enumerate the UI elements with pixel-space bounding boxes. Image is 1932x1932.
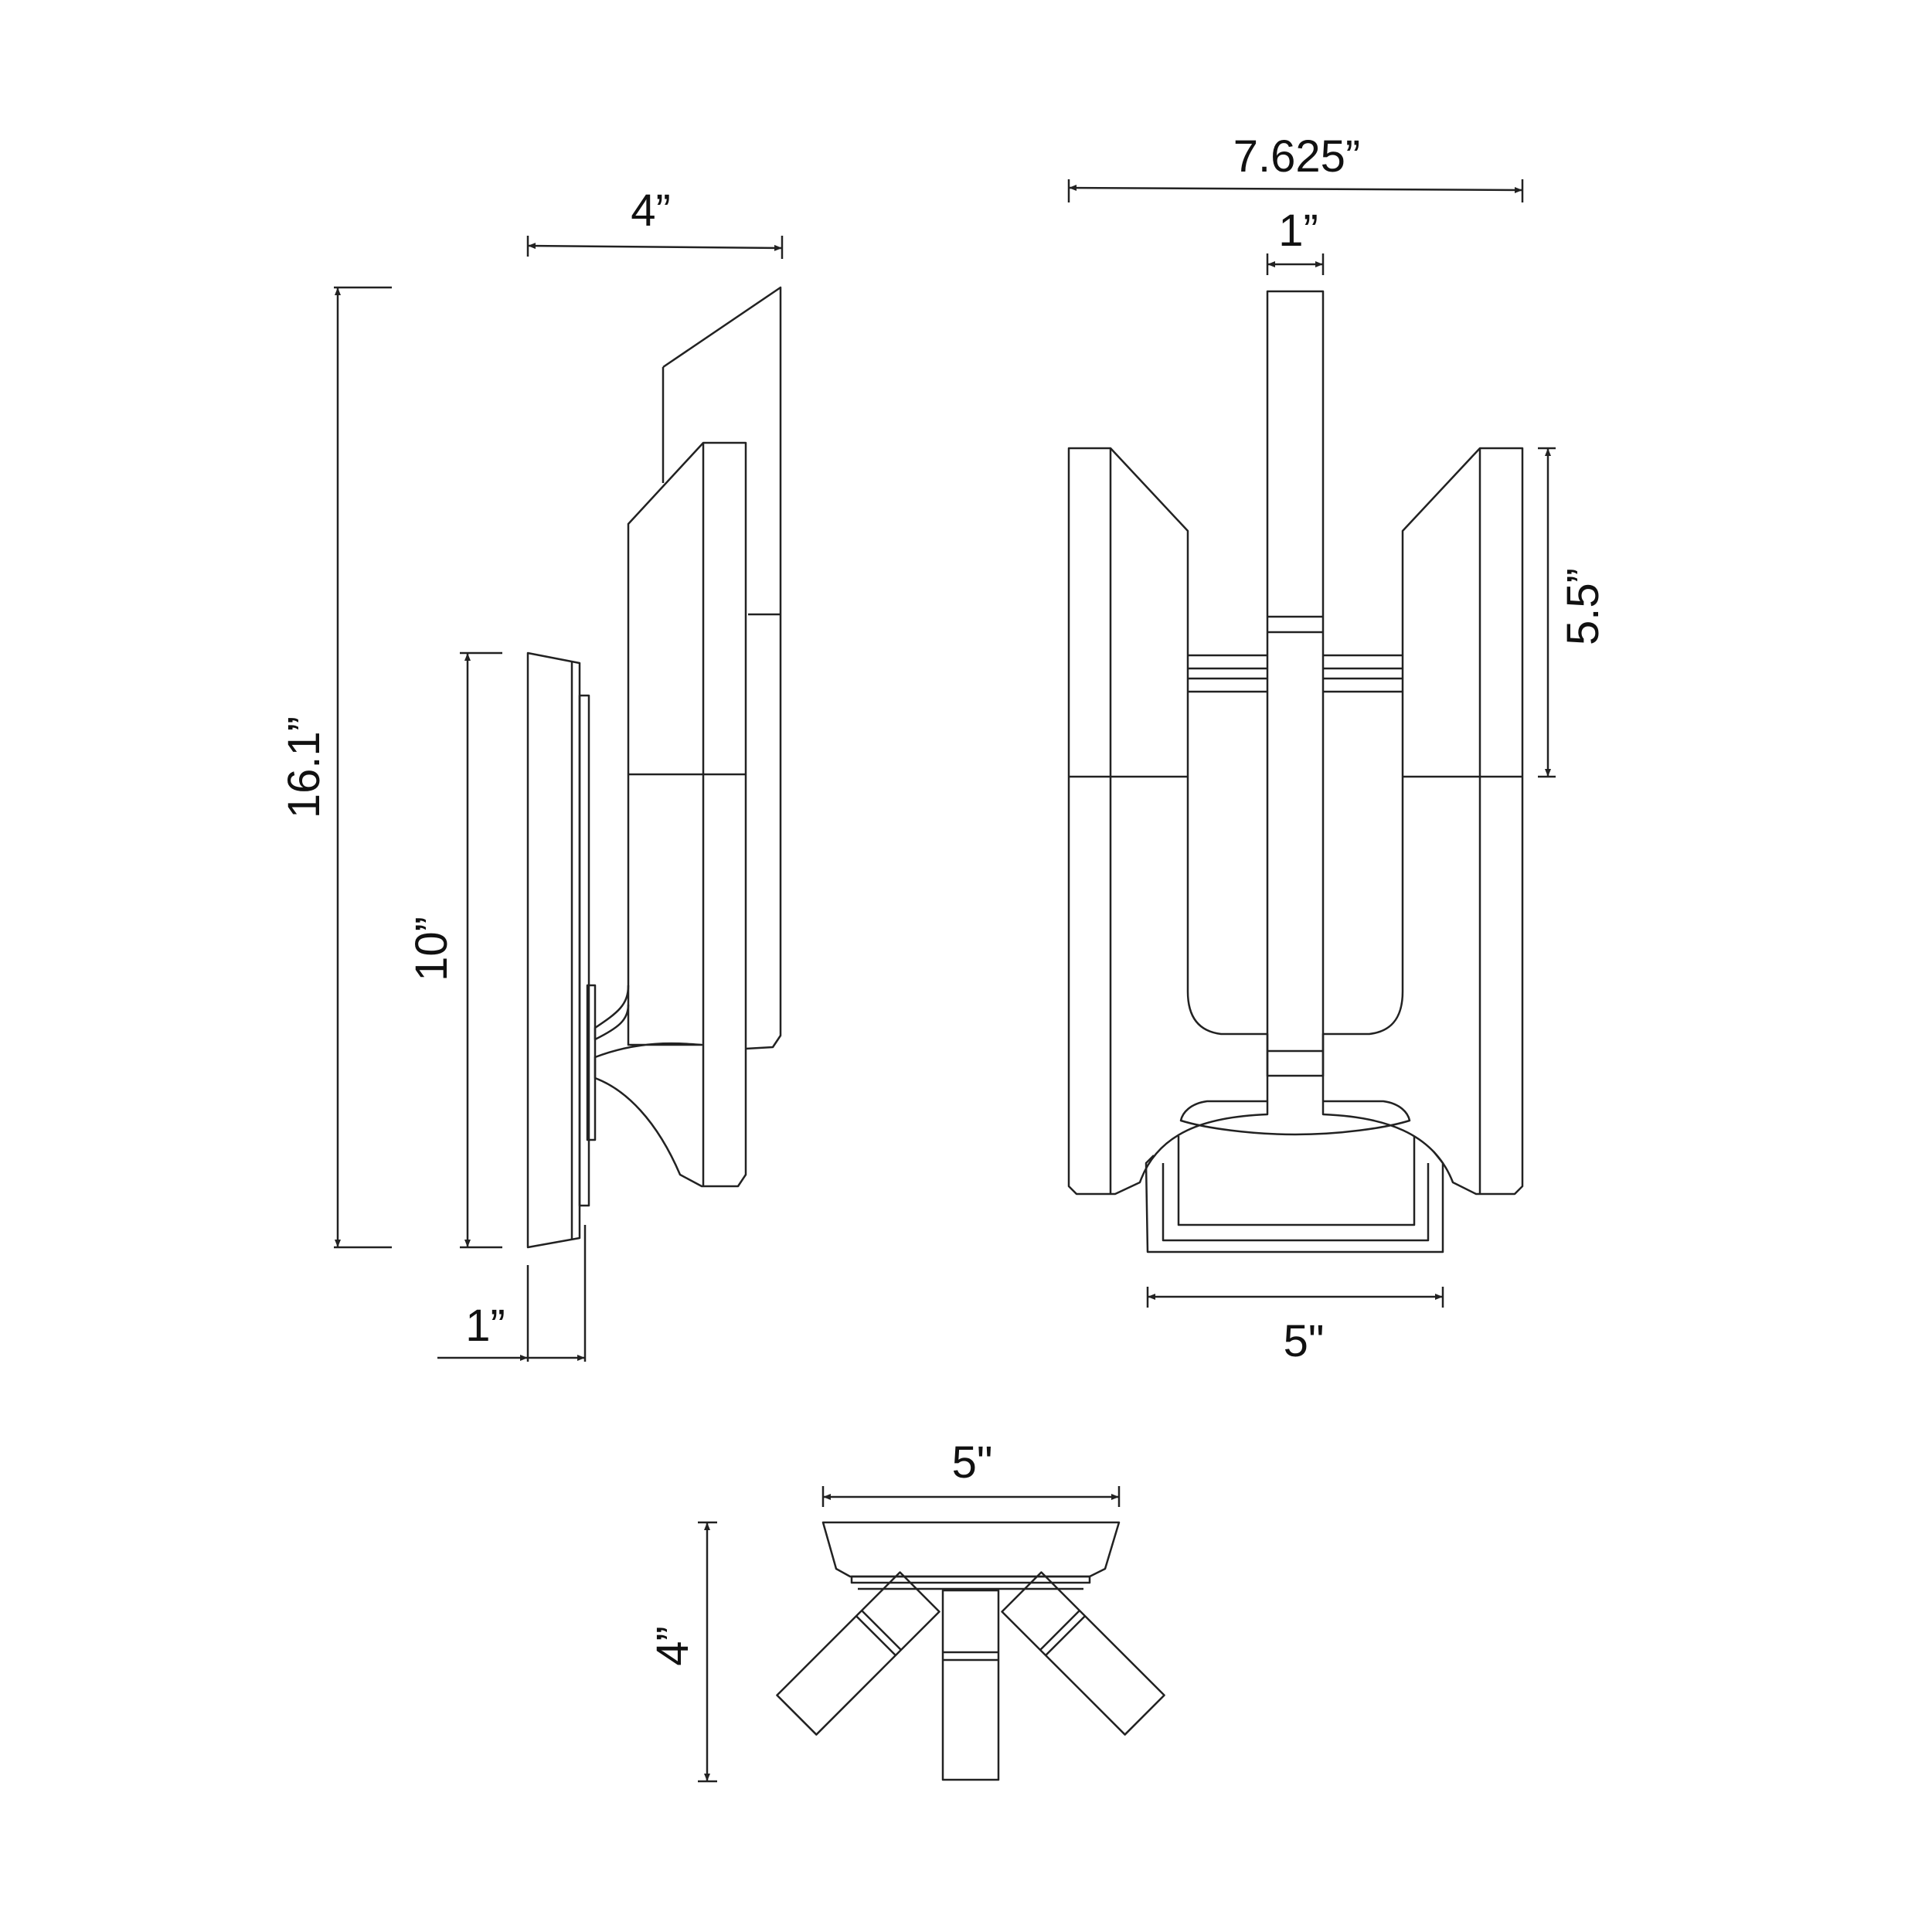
label-front-width: 7.625” — [1233, 131, 1360, 182]
dim-top-depth: 4” — [648, 1521, 717, 1783]
label-overall-height: 16.1” — [279, 716, 329, 818]
dim-backplate-depth: 1” — [437, 1225, 587, 1362]
top-right-arm — [1001, 1571, 1165, 1736]
dim-side-depth: 4” — [526, 185, 784, 259]
side-view — [526, 286, 782, 1249]
top-backplate — [821, 1521, 1121, 1578]
label-front-backplate-width: 5" — [1284, 1316, 1325, 1366]
label-top-depth: 4” — [648, 1626, 698, 1666]
label-top-width: 5" — [952, 1437, 993, 1488]
front-view — [1067, 290, 1524, 1253]
front-left-panel — [1067, 447, 1269, 1196]
side-arm — [594, 985, 630, 1041]
label-backplate-height: 10” — [406, 917, 457, 981]
front-backplate-innermost — [1177, 1136, 1416, 1226]
label-backplate-depth: 1” — [465, 1301, 505, 1351]
top-backplate-plate — [850, 1575, 1091, 1584]
front-arm — [1179, 1100, 1411, 1136]
side-backplate — [526, 651, 581, 1249]
front-cross-bars — [1188, 654, 1403, 693]
front-backplate — [1145, 1151, 1444, 1253]
front-right-panel — [1321, 447, 1524, 1196]
dim-side-panel-height: 5.5” — [1538, 447, 1608, 778]
dim-front-width: 7.625” — [1067, 131, 1524, 202]
dim-center-bar-width: 1” — [1266, 206, 1325, 275]
dim-overall-height: 16.1” — [279, 286, 392, 1249]
label-center-bar-width: 1” — [1278, 206, 1318, 256]
top-center-arm — [941, 1589, 1000, 1781]
dim-top-width: 5" — [821, 1437, 1121, 1507]
top-view — [776, 1521, 1165, 1781]
side-front-panel — [594, 441, 747, 1188]
dim-backplate-height: 10” — [406, 651, 502, 1249]
label-side-panel-height: 5.5” — [1558, 568, 1608, 645]
dim-front-backplate-width: 5" — [1146, 1287, 1444, 1366]
front-center-bar — [1266, 290, 1325, 1077]
top-left-arm — [776, 1571, 940, 1736]
front-backplate-inner — [1162, 1163, 1430, 1242]
label-side-depth: 4” — [631, 185, 671, 236]
side-backplate-plate — [578, 694, 590, 1207]
side-rear-fin — [662, 286, 782, 1050]
